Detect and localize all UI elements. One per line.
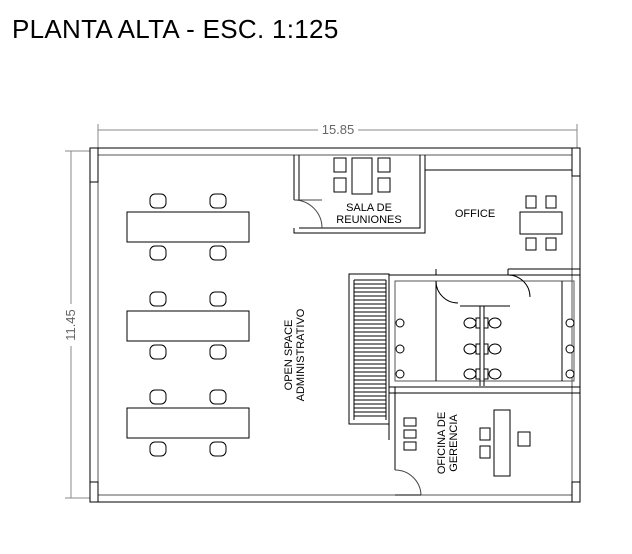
width-dimension-label: 15.85 xyxy=(322,122,355,137)
open-space-desks xyxy=(126,193,250,457)
room-label-open-space: OPEN SPACE ADMINISTRATIVO xyxy=(283,308,307,401)
room-label-gerencia: OFICINA DE GERENCIA xyxy=(436,412,460,474)
room-label-open-2: ADMINISTRATIVO xyxy=(295,308,307,401)
bathroom-fixtures xyxy=(395,317,575,380)
meeting-room-walls xyxy=(293,155,572,234)
height-dimension-label: 11.45 xyxy=(63,309,78,341)
room-label-open-1: OPEN SPACE xyxy=(283,320,295,391)
meeting-table xyxy=(333,157,391,195)
bathroom-walls xyxy=(388,268,581,440)
page-title: PLANTA ALTA - ESC. 1:125 xyxy=(12,14,339,44)
staircase xyxy=(348,273,390,425)
room-label-sala-1: SALA DE xyxy=(346,202,392,214)
manager-office xyxy=(394,409,531,496)
room-label-gerencia-2: GERENCIA xyxy=(448,414,460,472)
room-label-gerencia-1: OFICINA DE xyxy=(436,412,448,474)
office-table xyxy=(519,195,563,251)
room-label-sala-2: REUNIONES xyxy=(336,214,401,226)
room-label-office: OFFICE xyxy=(455,208,495,220)
